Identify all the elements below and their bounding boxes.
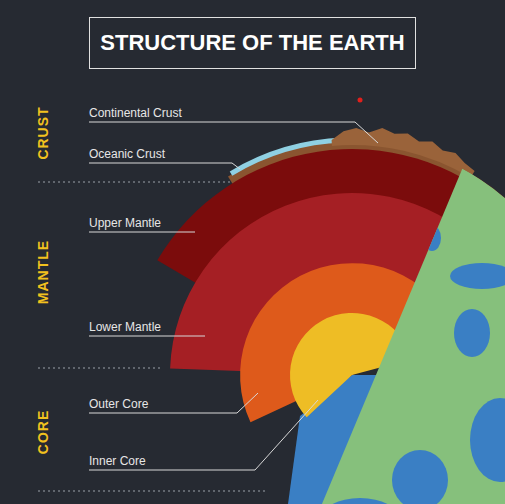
ocean-area: [320, 498, 400, 504]
separator-line: [38, 368, 160, 369]
leader-line: [89, 336, 205, 337]
part-label: Inner Core: [89, 454, 146, 468]
part-label: Lower Mantle: [89, 320, 161, 334]
section-label: MANTLE: [35, 240, 51, 304]
ocean-area: [470, 398, 505, 482]
title-box: STRUCTURE OF THE EARTH: [89, 17, 416, 69]
red-dot: [358, 98, 363, 103]
title: STRUCTURE OF THE EARTH: [100, 30, 404, 56]
part-label: Continental Crust: [89, 106, 182, 120]
part-label: Oceanic Crust: [89, 147, 165, 161]
section-label: CORE: [35, 410, 51, 454]
part-label: Outer Core: [89, 397, 148, 411]
ocean-area: [454, 309, 490, 357]
leader-line: [89, 232, 195, 233]
ocean-area: [423, 225, 441, 251]
ocean-area: [450, 263, 505, 289]
ocean-area: [392, 450, 448, 504]
leader-line: [89, 163, 240, 169]
globe-land: [118, 141, 505, 504]
section-label: CRUST: [35, 106, 51, 159]
leader-line: [89, 122, 378, 143]
part-label: Upper Mantle: [89, 216, 161, 230]
leader-line: [89, 393, 258, 413]
separator-line: [38, 182, 232, 183]
separator-line: [38, 491, 265, 492]
